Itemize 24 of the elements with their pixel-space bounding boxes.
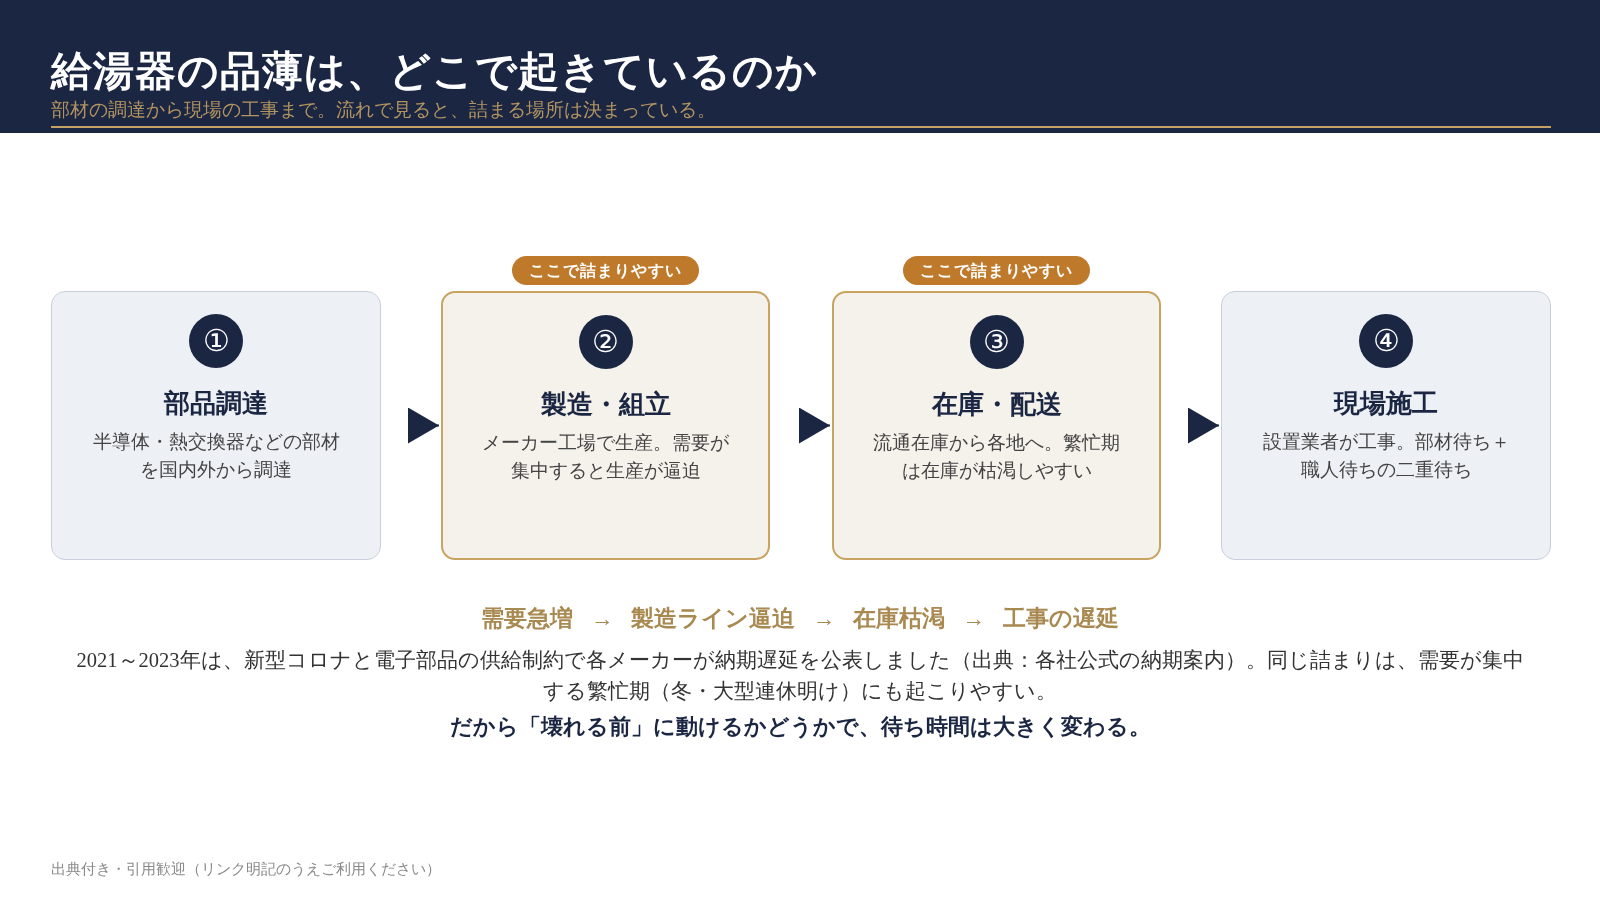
- step-title: 製造・組立: [540, 389, 671, 421]
- step-title: 現場施工: [1334, 388, 1438, 420]
- step-card: [1221, 291, 1551, 560]
- step-number: ①: [189, 314, 243, 368]
- explanation-text: 2021～2023年は、新型コロナと電子部品の供給制約で各メーカーが納期遅延を公表しました（出典：各社公式の納期案内）。同じ詰まりは、需要が集中する繁忙期（冬・大型連休明け）にも起こりやすい。: [75, 648, 1525, 704]
- page-title: 給湯器の品薄は、どこで起きているのか: [51, 48, 818, 94]
- step-description: 半導体・熱交換器などの部材を国内外から調達: [91, 430, 341, 482]
- step-description: メーカー工場で生産。需要が集中すると生産が逼迫: [481, 431, 730, 483]
- step-title: 在庫・配送: [931, 389, 1062, 421]
- step-card: [441, 291, 770, 560]
- step-description: 設置業者が工事。部材待ち＋職人待ちの二重待ち: [1261, 430, 1511, 482]
- flow-summary: 需要急増 → 製造ライン逼迫 → 在庫枯渇 → 工事の遅延: [481, 604, 1119, 633]
- step-number: ④: [1359, 314, 1413, 368]
- step-description: 流通在庫から各地へ。繁忙期は在庫が枯渇しやすい: [872, 431, 1121, 483]
- footer-note: 出典付き・引用歓迎（リンク明記のうえご利用ください）: [51, 860, 441, 879]
- subtitle: 部材の調達から現場の工事まで。流れで見ると、詰まる場所は決まっている。: [51, 99, 716, 122]
- key-message: だから「壊れる前」に動けるかどうかで、待ち時間は大きく変わる。: [449, 714, 1151, 741]
- step-number: ③: [969, 315, 1024, 369]
- step-number: ②: [578, 315, 633, 369]
- step-card: [832, 291, 1161, 560]
- step-card: [51, 291, 381, 560]
- bottleneck-tag: ここで詰まりやすい: [903, 256, 1090, 285]
- step-title: 部品調達: [164, 388, 268, 420]
- bottleneck-tag: ここで詰まりやすい: [512, 256, 699, 285]
